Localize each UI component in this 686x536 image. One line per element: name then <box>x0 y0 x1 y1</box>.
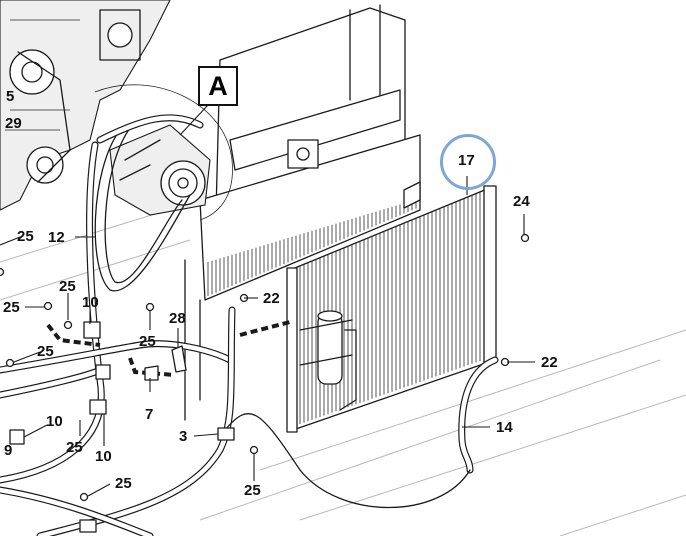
callout-9: 9 <box>4 442 13 459</box>
callout-22-right: 22 <box>541 354 558 371</box>
callout-17: 17 <box>458 152 475 169</box>
detail-outline <box>94 84 233 221</box>
chassis-outline <box>0 199 686 536</box>
callout-25-b: 25 <box>3 299 20 316</box>
highlight-ring <box>440 134 496 190</box>
callout-10-a: 10 <box>82 294 99 311</box>
callout-25-e: 25 <box>37 343 54 360</box>
clamps <box>9 321 235 533</box>
compressor <box>109 124 211 216</box>
callout-24: 24 <box>513 193 530 210</box>
callout-28: 28 <box>169 310 186 327</box>
callout-25-g: 25 <box>244 482 261 499</box>
refrigerant-hoses <box>0 114 499 536</box>
pipe-sections <box>46 320 291 377</box>
callout-25-f: 25 <box>66 439 83 456</box>
callout-25-a: 25 <box>17 228 34 245</box>
callout-3: 3 <box>179 428 188 445</box>
radiator-block <box>184 4 421 421</box>
callout-29: 29 <box>5 115 22 132</box>
callout-10-b: 10 <box>46 413 63 430</box>
callout-25-c: 25 <box>59 278 76 295</box>
callout-14: 14 <box>496 419 513 436</box>
callout-25-d: 25 <box>139 333 156 350</box>
callout-10-c: 10 <box>95 448 112 465</box>
callout-22-center: 22 <box>263 290 280 307</box>
drive-belt <box>94 127 191 292</box>
detail-badge: A <box>198 66 238 106</box>
callout-7: 7 <box>145 406 154 423</box>
receiver-drier <box>299 310 357 411</box>
callout-12: 12 <box>48 229 65 246</box>
callout-5: 5 <box>6 88 15 105</box>
engine-block <box>0 0 171 211</box>
callout-25-h: 25 <box>115 475 132 492</box>
